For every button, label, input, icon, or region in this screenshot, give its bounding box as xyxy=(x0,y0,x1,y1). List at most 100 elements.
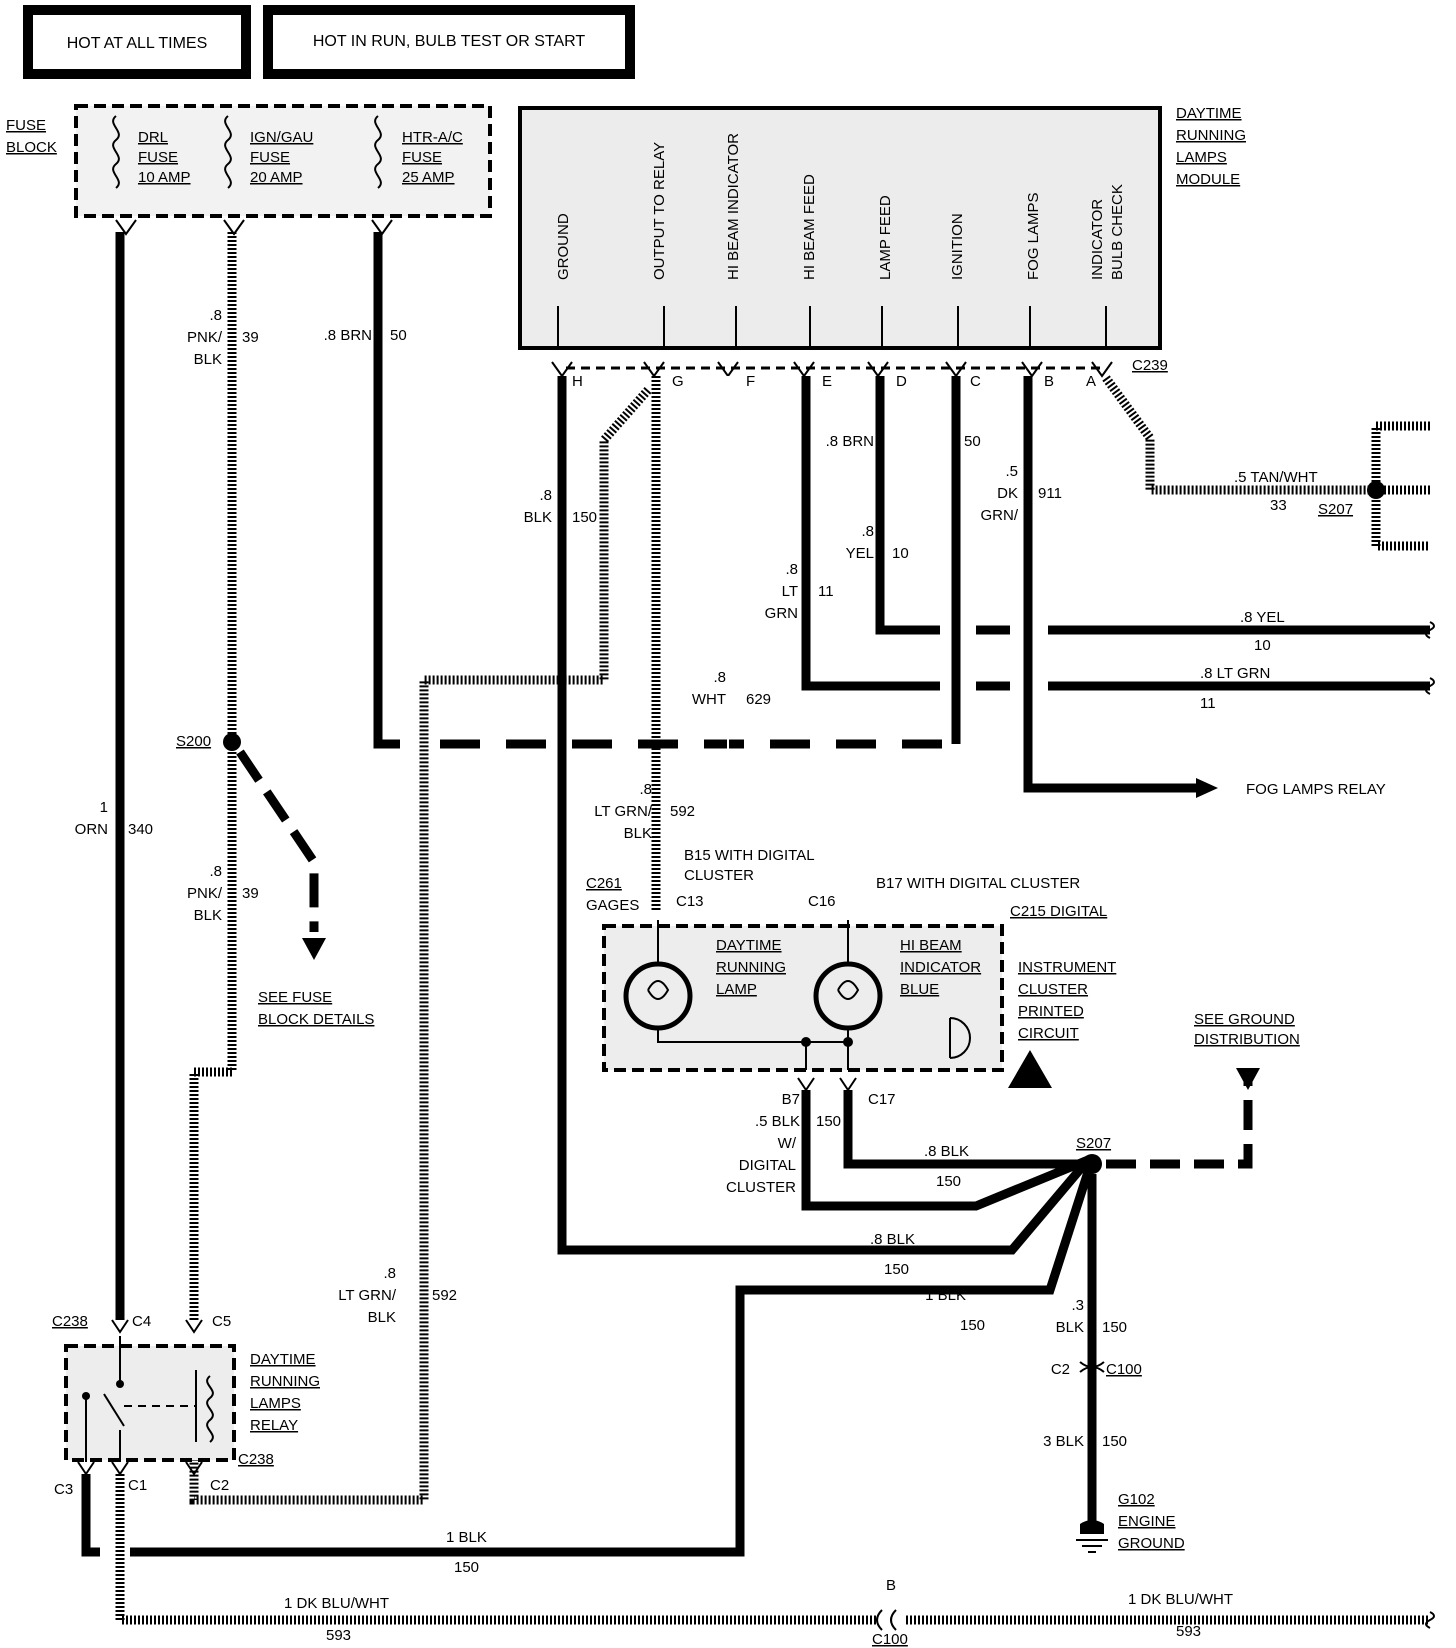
ltg-size: .8 xyxy=(785,561,798,578)
c3-label: C3 xyxy=(54,1481,73,1498)
relay-label-2: RUNNING xyxy=(250,1373,320,1390)
indicator-symbol-icon xyxy=(949,1017,971,1059)
ground-icon xyxy=(1076,1520,1108,1553)
s207-label: S207 xyxy=(1076,1135,1111,1152)
wht-num: 629 xyxy=(746,691,771,708)
pnk-color: PNK/ xyxy=(187,329,223,346)
hi-beam-label: HI BEAM xyxy=(900,937,962,954)
connector-c239: H G F E D C B A C239 xyxy=(551,357,1168,390)
lgb-color: LT GRN/ xyxy=(594,803,653,820)
ign-fuse-label: IGN/GAU xyxy=(250,129,313,146)
pin-label-hi-beam-feed: HI BEAM FEED xyxy=(801,174,818,280)
header-hot-in-run-label: HOT IN RUN, BULB TEST OR START xyxy=(313,33,586,50)
c239-label: C239 xyxy=(1132,357,1168,374)
esd-warning-icon xyxy=(1008,1050,1052,1088)
s207-top-label: S207 xyxy=(1318,501,1353,518)
pin-c: C xyxy=(970,373,981,390)
relay-label-4: RELAY xyxy=(250,1417,298,1434)
c238b-label: C238 xyxy=(238,1451,274,1468)
fuse-block: FUSE BLOCK DRL FUSE 10 AMP IGN/GAU FUSE … xyxy=(6,104,492,218)
b7-num: 150 xyxy=(816,1113,841,1130)
c4-label: C4 xyxy=(132,1313,151,1330)
lgb-size: .8 xyxy=(639,781,652,798)
drl-module-title-3: LAMPS xyxy=(1176,149,1227,166)
r-ltg-num: 11 xyxy=(1200,695,1216,712)
wire-pnk-39: .8 PNK/ BLK 39 .8 PNK/ BLK 39 xyxy=(187,219,259,1320)
c16-label: C16 xyxy=(808,893,836,910)
drl-fuse-label-2: FUSE xyxy=(138,149,178,166)
c17-pin: C17 xyxy=(868,1091,896,1108)
c13-label: C13 xyxy=(676,893,704,910)
wire-wht-629-f: .8 WHT 629 xyxy=(692,376,847,912)
dk-color: DK xyxy=(997,485,1018,502)
see-ground-label-2: DISTRIBUTION xyxy=(1194,1031,1300,1048)
wire-blk-150-c17: C17 .8 BLK 150 xyxy=(839,1077,1090,1190)
drl-lamp-label-2: RUNNING xyxy=(716,959,786,976)
b7-label-2: W/ xyxy=(778,1135,797,1152)
b15-label: B15 WITH DIGITAL xyxy=(684,847,815,864)
hi-beam-label-2: INDICATOR xyxy=(900,959,981,976)
ign-fuse-label-2: FUSE xyxy=(250,149,290,166)
splice-s200: S200 SEE FUSE BLOCK DETAILS xyxy=(176,733,374,1028)
hi-beam-label-3: BLUE xyxy=(900,981,939,998)
yel-size: .8 xyxy=(861,523,874,540)
dkblu-num: 593 xyxy=(326,1627,351,1644)
b15-label-2: CLUSTER xyxy=(684,867,754,884)
wire-dk-grn-911-b: FOG LAMPS RELAY .5 DK GRN/ 911 xyxy=(981,376,1386,798)
wire-lt-grn-blk-592-g: .8 LT GRN/ BLK 592 xyxy=(189,376,695,1505)
c100-bot-label: C100 xyxy=(872,1631,908,1648)
instrument-cluster: DAYTIME RUNNING LAMP HI BEAM INDICATOR B… xyxy=(602,920,1004,1072)
yel-num: 10 xyxy=(892,545,909,562)
htr-fuse-label-2: FUSE xyxy=(402,149,442,166)
htr-fuse-rating: 25 AMP xyxy=(402,169,455,186)
b7-label-3: DIGITAL xyxy=(739,1157,796,1174)
drl-module-title-2: RUNNING xyxy=(1176,127,1246,144)
blk8-label: .8 BLK xyxy=(870,1231,915,1248)
bot-blk-label: 1 BLK xyxy=(446,1529,487,1546)
drl-fuse-label: DRL xyxy=(138,129,168,146)
pin-label-ground: GROUND xyxy=(555,213,572,280)
see-fuse-label: SEE FUSE xyxy=(258,989,332,1006)
pin-label-fog-lamps: FOG LAMPS xyxy=(1025,192,1042,280)
c100-label: C100 xyxy=(1106,1361,1142,1378)
wire-orn-340: 1 ORN 340 xyxy=(75,219,153,1320)
pin-a: A xyxy=(1086,373,1096,390)
c100-b-pin: B xyxy=(886,1577,896,1594)
c261-label: C261 xyxy=(586,875,622,892)
ltg-color-2: GRN xyxy=(765,605,798,622)
c5-label: C5 xyxy=(212,1313,231,1330)
pin-g: G xyxy=(672,373,684,390)
wire-lt-grn-11-e: .8 LT GRN 11 .8 LT GRN 11 xyxy=(765,376,1435,712)
dkblu-label: 1 DK BLU/WHT xyxy=(284,1595,389,1612)
pnk-color-2: BLK xyxy=(194,351,222,368)
wire-blk-150-h: .8 BLK 150 xyxy=(524,376,1092,1255)
pin-e: E xyxy=(822,373,832,390)
drl-module-title-4: MODULE xyxy=(1176,171,1240,188)
pin-label-lamp-feed: LAMP FEED xyxy=(877,195,894,280)
blk3-color: BLK xyxy=(1056,1319,1084,1336)
wire-tan-wht-33-a: .5 TAN/WHT 33 S207 xyxy=(1102,375,1430,551)
drl-module: DAYTIME RUNNING LAMPS MODULE GROUND OUTP… xyxy=(518,105,1246,350)
see-fuse-label-2: BLOCK DETAILS xyxy=(258,1011,374,1028)
b7-pin: B7 xyxy=(782,1091,800,1108)
blk8-num: 150 xyxy=(884,1261,909,1278)
dk-color-2: GRN/ xyxy=(981,507,1019,524)
orn-color: ORN xyxy=(75,821,108,838)
lgb-num: 592 xyxy=(670,803,695,820)
g102-label-2: ENGINE xyxy=(1118,1513,1176,1530)
pin-label-hi-beam-indicator: HI BEAM INDICATOR xyxy=(725,133,742,280)
dkblu2-label: 1 DK BLU/WHT xyxy=(1128,1591,1233,1608)
blk-num: 150 xyxy=(572,509,597,526)
fuse-block-title: FUSE xyxy=(6,117,46,134)
s207-blk-label: .8 BLK xyxy=(924,1143,969,1160)
lgb-color-2: BLK xyxy=(624,825,652,842)
ltg-color: LT xyxy=(782,583,798,600)
pnk-num: 39 xyxy=(242,329,259,346)
pin-h: H xyxy=(572,373,583,390)
drl-fuse-rating: 10 AMP xyxy=(138,169,191,186)
wht-color: WHT xyxy=(692,691,726,708)
pnk2-color: PNK/ xyxy=(187,885,223,902)
pin-d: D xyxy=(896,373,907,390)
pin-label-bulb-check: BULB CHECK xyxy=(1109,184,1126,280)
